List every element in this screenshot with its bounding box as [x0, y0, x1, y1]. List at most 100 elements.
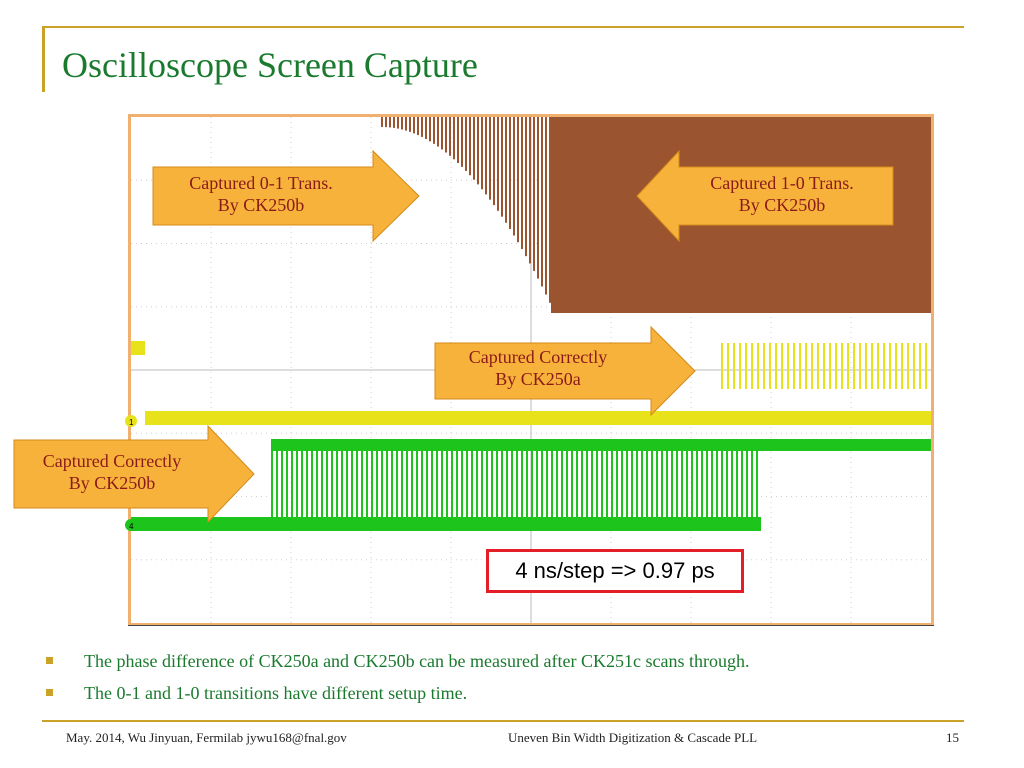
brown-spike	[549, 117, 551, 303]
yellow-pulse	[835, 343, 837, 389]
brown-spike	[505, 117, 507, 223]
bullet-item: The phase difference of CK250a and CK250…	[44, 648, 1004, 680]
slide-title: Oscilloscope Screen Capture	[62, 45, 478, 85]
callout-captured-ck250b: Captured Correctly By CK250b	[14, 450, 210, 494]
green-pulse	[546, 447, 548, 523]
green-pulse	[271, 447, 273, 523]
green-pulse	[391, 447, 393, 523]
green-pulse	[666, 447, 668, 523]
yellow-pulse	[913, 343, 915, 389]
brown-spike	[469, 117, 471, 176]
green-pulse	[386, 447, 388, 523]
green-pulse	[291, 447, 293, 523]
yellow-pulse	[751, 343, 753, 389]
brown-spike	[501, 117, 503, 217]
yellow-pulse	[895, 343, 897, 389]
green-pulse	[461, 447, 463, 523]
green-pulse	[566, 447, 568, 523]
yellow-pulse	[799, 343, 801, 389]
callout-captured-ck250a: Captured Correctly By CK250a	[432, 346, 644, 390]
green-pulse	[311, 447, 313, 523]
green-pulse	[676, 447, 678, 523]
green-pulse	[536, 447, 538, 523]
yellow-pulse	[901, 343, 903, 389]
green-pulse	[296, 447, 298, 523]
brown-spike	[445, 117, 447, 153]
green-pulse	[646, 447, 648, 523]
green-pulse	[696, 447, 698, 523]
green-pulse	[656, 447, 658, 523]
oscilloscope-capture: 1 4	[125, 114, 934, 626]
green-pulse	[571, 447, 573, 523]
yellow-pulse	[925, 343, 927, 389]
green-pulse	[596, 447, 598, 523]
green-pulse	[576, 447, 578, 523]
green-pulse	[436, 447, 438, 523]
footer-page-number: 15	[946, 730, 959, 745]
green-pulse	[276, 447, 278, 523]
green-pulse	[686, 447, 688, 523]
callout-line: Captured 0-1 Trans.	[189, 173, 333, 193]
green-pulse	[641, 447, 643, 523]
green-pulse	[326, 447, 328, 523]
yellow-pulse	[727, 343, 729, 389]
green-pulse	[631, 447, 633, 523]
yellow-pulse	[817, 343, 819, 389]
yellow-pulse	[889, 343, 891, 389]
footer-rule	[42, 720, 964, 722]
brown-spike	[541, 117, 543, 287]
yellow-trace	[131, 341, 931, 425]
green-pulse	[361, 447, 363, 523]
callout-line: Captured 1-0 Trans.	[710, 173, 854, 193]
green-pulse	[506, 447, 508, 523]
green-pulse	[651, 447, 653, 523]
callout-line: By CK250b	[738, 195, 826, 215]
brown-spike	[425, 117, 427, 140]
green-pulse	[541, 447, 543, 523]
callout-arrow-left	[636, 149, 894, 243]
green-pulse	[496, 447, 498, 523]
green-pulse	[611, 447, 613, 523]
green-pulse	[706, 447, 708, 523]
green-pulse	[591, 447, 593, 523]
yellow-pulse	[829, 343, 831, 389]
green-pulse	[301, 447, 303, 523]
brown-spike	[485, 117, 487, 195]
yellow-pulse	[859, 343, 861, 389]
green-pulse	[381, 447, 383, 523]
brown-spike	[465, 117, 467, 171]
bullet-text: The 0-1 and 1-0 transitions have differe…	[84, 683, 468, 703]
green-baseline	[131, 517, 761, 531]
brown-spike	[409, 117, 411, 132]
brown-spike	[429, 117, 431, 142]
footer-title: Uneven Bin Width Digitization & Cascade …	[508, 730, 758, 745]
yellow-pulse	[853, 343, 855, 389]
brown-spike	[529, 117, 531, 264]
brown-spike	[489, 117, 491, 200]
green-pulse	[626, 447, 628, 523]
callout-captured-1-0: Captured 1-0 Trans. By CK250b	[676, 172, 888, 216]
green-pulse	[636, 447, 638, 523]
yellow-pulse	[793, 343, 795, 389]
channel-1-marker-dot	[125, 415, 137, 427]
green-pulse	[731, 447, 733, 523]
green-pulse	[396, 447, 398, 523]
green-pulse	[526, 447, 528, 523]
brown-spike	[545, 117, 547, 295]
green-pulse	[466, 447, 468, 523]
brown-spike	[421, 117, 423, 137]
green-pulse	[746, 447, 748, 523]
green-pulse	[401, 447, 403, 523]
green-pulse	[426, 447, 428, 523]
green-pulse	[476, 447, 478, 523]
green-pulse	[716, 447, 718, 523]
green-trace	[131, 439, 931, 531]
green-pulse	[366, 447, 368, 523]
green-pulse	[491, 447, 493, 523]
yellow-pulse	[733, 343, 735, 389]
brown-spike	[461, 117, 463, 167]
green-pulse	[756, 447, 758, 523]
green-pulse	[371, 447, 373, 523]
brown-spike	[493, 117, 495, 206]
brown-spike	[405, 117, 407, 131]
